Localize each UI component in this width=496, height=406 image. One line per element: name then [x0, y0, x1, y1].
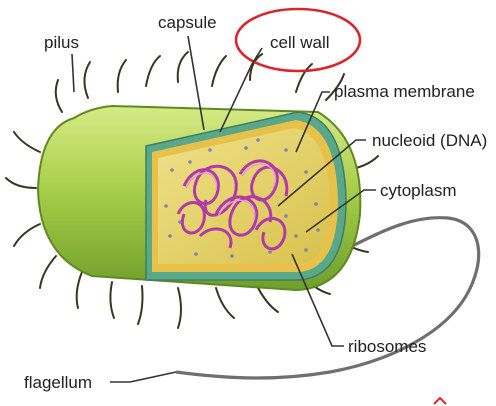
- flagellum-leader: [110, 372, 176, 382]
- label-cell-wall: cell wall: [270, 33, 330, 52]
- label-cytoplasm: cytoplasm: [380, 181, 457, 200]
- label-ribosomes: ribosomes: [348, 337, 426, 356]
- pilus-leader: [72, 54, 74, 92]
- red-mark: [434, 398, 446, 404]
- label-flagellum: flagellum: [24, 373, 92, 392]
- label-plasma-membrane: plasma membrane: [334, 82, 475, 101]
- label-capsule: capsule: [158, 13, 217, 32]
- label-nucleoid: nucleoid (DNA): [372, 131, 487, 150]
- label-pilus: pilus: [44, 33, 79, 52]
